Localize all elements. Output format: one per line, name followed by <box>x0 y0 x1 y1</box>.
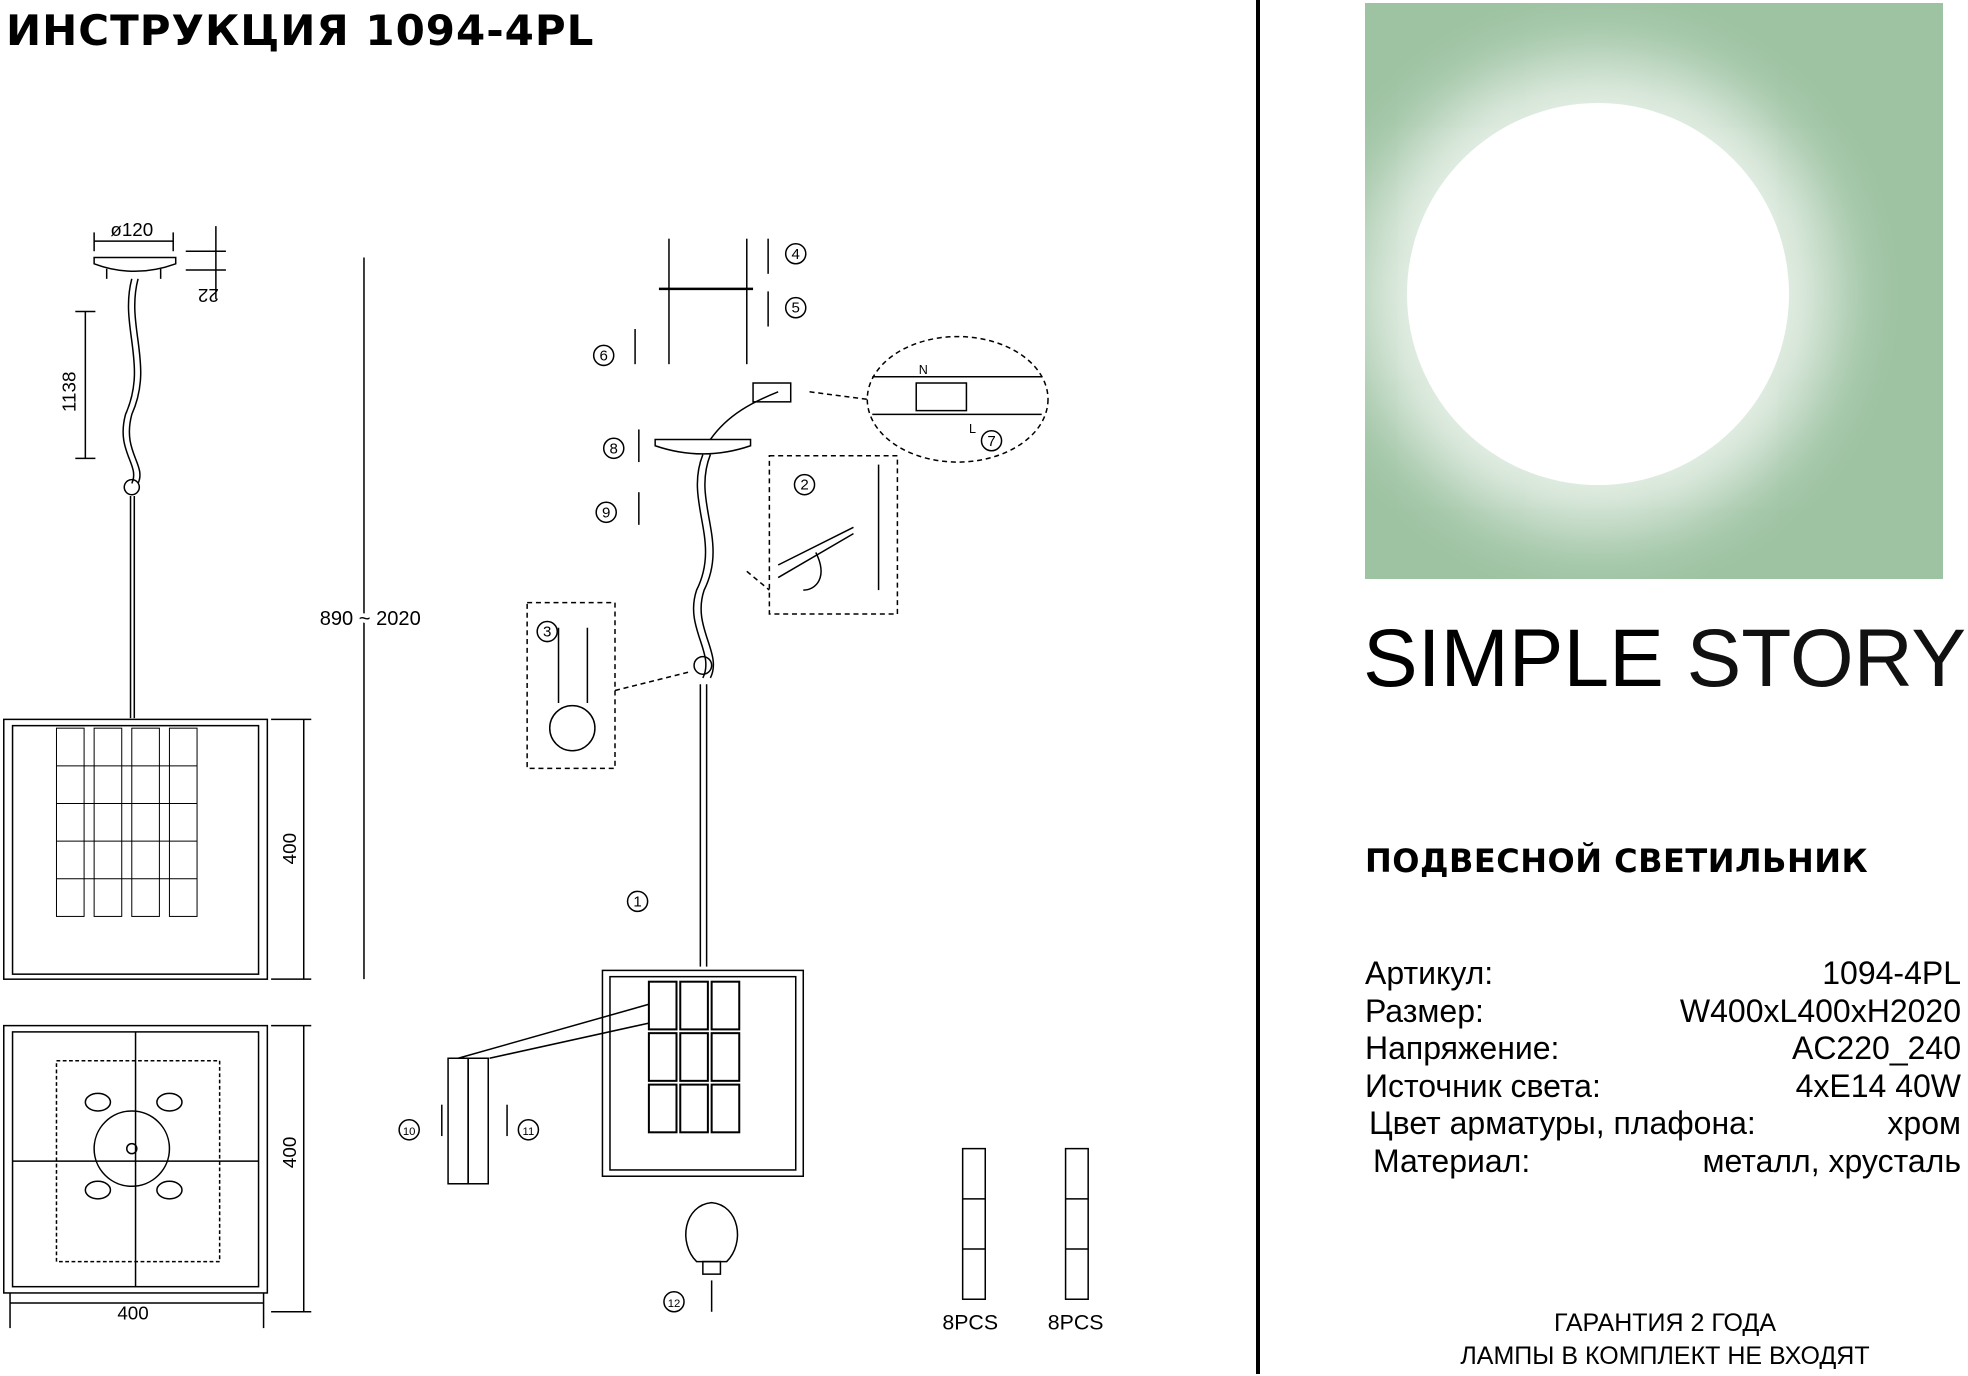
step-1: 1 <box>626 890 649 913</box>
wire-n-label: N <box>919 363 928 377</box>
spec-row: Напряжение:AC220_240 <box>1365 1030 1961 1067</box>
dim-diameter: ø120 <box>110 219 153 240</box>
svg-text:11: 11 <box>523 1126 535 1138</box>
svg-text:6: 6 <box>600 347 608 364</box>
step-5: 5 <box>784 296 807 319</box>
spec-row: Источник света:4xE14 40W <box>1365 1067 1961 1104</box>
spec-row: Цвет арматуры, плафона:хром <box>1369 1105 1961 1142</box>
spec-row: Материал:металл, хрусталь <box>1373 1142 1961 1179</box>
svg-text:4: 4 <box>792 246 800 263</box>
dim-chain: 1138 <box>58 372 79 412</box>
svg-text:9: 9 <box>602 504 610 521</box>
top-view <box>3 1024 312 1329</box>
svg-text:1: 1 <box>633 893 641 910</box>
spec-row: Размер:W400xL400xH2020 <box>1365 992 1961 1029</box>
dim-top-depth: 400 <box>279 1137 300 1168</box>
part-qty: 8PCS <box>1048 1310 1104 1334</box>
spec-list: Артикул:1094-4PL Размер:W400xL400xH2020 … <box>1365 955 1961 1181</box>
step-4: 4 <box>784 242 807 265</box>
part-qty: 8PCS <box>942 1310 998 1334</box>
svg-text:12: 12 <box>668 1298 681 1310</box>
step-11: 11 <box>517 1119 540 1141</box>
step-7: 7 <box>980 429 1003 452</box>
wire-l-label: L <box>969 422 976 436</box>
dim-top-width: 400 <box>117 1302 148 1323</box>
svg-text:10: 10 <box>403 1126 416 1138</box>
light-circle <box>1407 103 1789 485</box>
dim-front-height: 400 <box>279 833 300 864</box>
step-8: 8 <box>602 437 625 460</box>
lamps-note: ЛАМПЫ В КОМПЛЕКТ НЕ ВХОДЯТ <box>1460 1342 1870 1370</box>
dim-height-range: 890 ~ 2020 <box>320 608 421 630</box>
warranty-text: ГАРАНТИЯ 2 ГОДА <box>1554 1309 1776 1337</box>
assembly-view <box>441 238 1089 1312</box>
product-type: ПОДВЕСНОЙ СВЕТИЛЬНИК <box>1365 842 1869 880</box>
brand-logo: SIMPLE STORY <box>1363 613 1967 704</box>
side-view <box>3 226 365 980</box>
svg-text:3: 3 <box>543 624 551 641</box>
svg-text:7: 7 <box>987 433 995 450</box>
page-title: ИНСТРУКЦИЯ 1094-4PL <box>6 6 595 55</box>
step-10: 10 <box>398 1119 420 1141</box>
spec-row: Артикул:1094-4PL <box>1365 955 1961 991</box>
divider <box>1256 0 1260 1374</box>
svg-text:2: 2 <box>800 477 808 494</box>
svg-text:8: 8 <box>610 440 618 457</box>
step-9: 9 <box>595 501 618 524</box>
step-12: 12 <box>663 1290 685 1313</box>
product-hero-image <box>1365 3 1943 579</box>
svg-text:5: 5 <box>792 300 800 317</box>
step-2: 2 <box>793 473 816 496</box>
step-6: 6 <box>592 344 615 367</box>
step-3: 3 <box>536 620 559 643</box>
dim-canopy-height: 22 <box>198 285 219 306</box>
